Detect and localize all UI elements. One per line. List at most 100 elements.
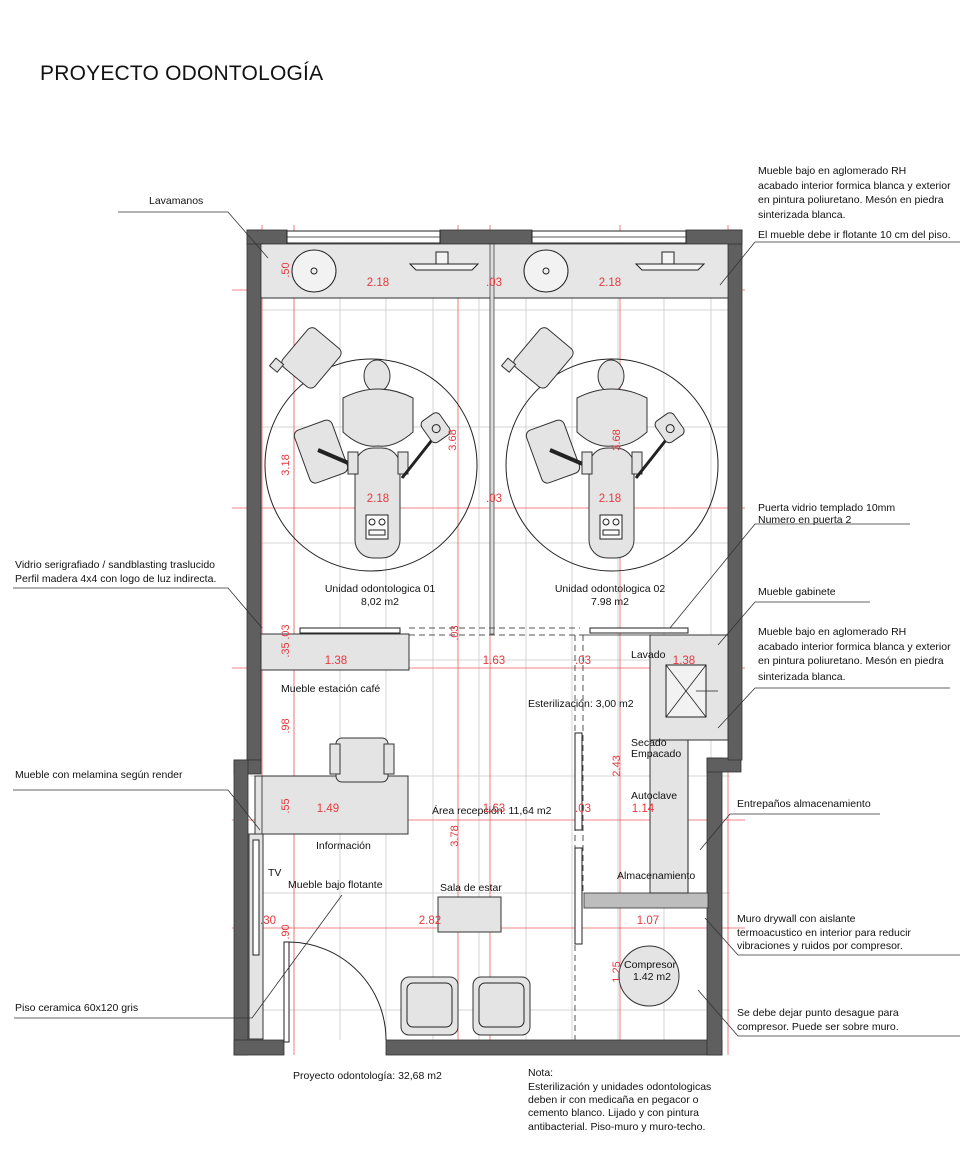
room-unidad-02-area: 7.98 m2 [591, 596, 629, 608]
room-almacenamiento: Almacenamiento [617, 870, 695, 882]
coffee-table [437, 896, 502, 933]
room-lavado: Lavado [631, 649, 666, 661]
top-counter [260, 243, 729, 299]
label-puerta-vidrio-l1: Puerta vidrio templado 10mm [758, 502, 895, 514]
armchair-icon [472, 976, 531, 1036]
dim-90: .90 [280, 924, 292, 939]
dim-138-right: 1.38 [673, 655, 695, 667]
dim-107: 1.07 [637, 915, 659, 927]
windows [286, 230, 687, 244]
room-estacion-cafe: Mueble estación café [281, 683, 380, 695]
note-line-4: antibacterial. Piso-muro y muro-techo. [528, 1121, 705, 1133]
dental-light-icon [408, 251, 480, 271]
label-mueble-bajo-1-l1: Mueble bajo en aglomerado RH [758, 165, 906, 177]
room-autoclave: Autoclave [631, 790, 677, 802]
dim-30: .30 [260, 915, 276, 927]
sink-icon [523, 249, 569, 293]
room-sala: Sala de estar [440, 882, 502, 894]
room-unidad-01-name: Unidad odontologica 01 [325, 583, 435, 595]
dim-03-cafe: .03 [280, 624, 292, 639]
glass-partition [489, 243, 495, 635]
room-informacion: Información [316, 840, 371, 852]
dim-368-left: 3.68 [447, 429, 459, 450]
dental-unit-01 [264, 327, 478, 572]
label-drywall-l1: Muro drywall con aislante [737, 913, 856, 925]
reception-furniture [248, 737, 680, 1043]
label-mueble-bajo-2-l3: en pintura poliuretano. Mesón en piedra [758, 655, 944, 667]
dim-03-reception: .03 [575, 803, 591, 815]
label-mueble-gabinete: Mueble gabinete [758, 586, 836, 598]
label-drywall-l2: termoacustico en interior para reducir [737, 927, 911, 939]
dim-243: 2.43 [611, 755, 623, 776]
dim-03-lavado: .03 [575, 655, 591, 667]
dim-378: 3.78 [449, 825, 461, 846]
page-title: PROYECTO ODONTOLOGÍA [40, 62, 324, 85]
dim-149: 1.49 [317, 803, 339, 815]
label-mueble-bajo-2-l1: Mueble bajo en aglomerado RH [758, 626, 906, 638]
label-mueble-bajo-2-l4: sinterizada blanca. [758, 671, 846, 683]
dim-03-glass: .03 [449, 625, 461, 640]
label-mueble-bajo-flotante: Mueble bajo flotante [288, 879, 383, 891]
label-vidrio-l2: Perfil madera 4x4 con logo de luz indire… [15, 573, 216, 585]
label-desague-l1: Se debe dejar punto desague para [737, 1007, 899, 1019]
dim-218-top-right: 2.18 [599, 277, 621, 289]
entrance-door [283, 941, 387, 1043]
walls [233, 229, 743, 1056]
note-line-3: cemento blanco. Lijado y con pintura [528, 1107, 699, 1119]
compressor [618, 945, 680, 1007]
dim-218-mid-left: 2.18 [367, 493, 389, 505]
middle-furniture [260, 627, 729, 1040]
room-compresor-area: 1.42 m2 [633, 971, 671, 983]
dim-03-mid: .03 [486, 493, 502, 505]
label-mueble-bajo-1-l2: acabado interior formica blanca y exteri… [758, 180, 951, 192]
armchair-icon [400, 976, 459, 1036]
dim-282: 2.82 [419, 915, 441, 927]
label-vidrio-l1: Vidrio serigrafiado / sandblasting trasl… [15, 559, 215, 571]
label-mueble-bajo-2-l2: acabado interior formica blanca y exteri… [758, 641, 951, 653]
dim-218-mid-right: 2.18 [599, 493, 621, 505]
dimension-labels: 2.18 .03 2.18 2.18 .03 2.18 1.38 1.63 .0… [260, 262, 695, 982]
label-flotante: El mueble debe ir flotante 10 cm del pis… [758, 229, 951, 241]
dim-98: .98 [280, 718, 292, 733]
room-unidad-02-name: Unidad odontologica 02 [555, 583, 665, 595]
note-line-2: deben ir con medicaña en pegacor o [528, 1094, 699, 1106]
dim-218-top-left: 2.18 [367, 277, 389, 289]
dim-163-reception: 1.63 [483, 803, 505, 815]
label-piso: Piso ceramica 60x120 gris [15, 1002, 138, 1014]
footer: Proyecto odontología: 32,68 m2 Nota: Est… [293, 1067, 711, 1133]
label-mueble-bajo-1-l4: sinterizada blanca. [758, 209, 846, 221]
room-compresor: Compresor [624, 959, 676, 971]
room-empacado: Empacado [631, 748, 681, 760]
dim-368-right: 3.68 [611, 429, 623, 450]
label-puerta-vidrio-l2: Numero en puerta 2 [758, 514, 852, 526]
leader-lines [13, 211, 960, 1037]
dim-138-left: 1.38 [325, 655, 347, 667]
dim-50: .50 [280, 262, 292, 277]
sink-icon [291, 249, 337, 293]
note-line-1: Esterilización y unidades odontologicas [528, 1081, 711, 1093]
room-unidad-01-area: 8,02 m2 [361, 596, 399, 608]
dental-light-icon [634, 251, 706, 271]
room-secado: Secado [631, 737, 667, 749]
office-chair-icon [329, 737, 395, 783]
dim-55: .55 [280, 798, 292, 813]
dim-114: 1.14 [632, 803, 655, 815]
total-area: Proyecto odontología: 32,68 m2 [293, 1070, 442, 1082]
dental-unit-02 [500, 327, 719, 572]
room-labels: Unidad odontologica 01 8,02 m2 Unidad od… [268, 583, 695, 983]
room-tv: TV [268, 867, 281, 879]
dim-35: .35 [280, 642, 292, 657]
label-melamina: Mueble con melamina según render [15, 769, 183, 781]
label-lavamanos: Lavamanos [149, 195, 203, 207]
label-drywall-l3: vibraciones y ruidos por compresor. [737, 940, 903, 952]
note-title: Nota: [528, 1067, 553, 1079]
annotations: Lavamanos Mueble bajo en aglomerado RH a… [15, 165, 951, 1033]
label-mueble-bajo-1-l3: en pintura poliuretano. Mesón en piedra [758, 194, 944, 206]
dim-125: 1.25 [611, 961, 623, 982]
room-esterilizacion: Esterilización: 3,00 m2 [528, 698, 634, 710]
dim-318: 3.18 [280, 454, 292, 475]
room-recepcion: Área recepción: 11,64 m2 [432, 804, 552, 817]
dim-03-top: .03 [486, 277, 502, 289]
dim-163: 1.63 [483, 655, 505, 667]
